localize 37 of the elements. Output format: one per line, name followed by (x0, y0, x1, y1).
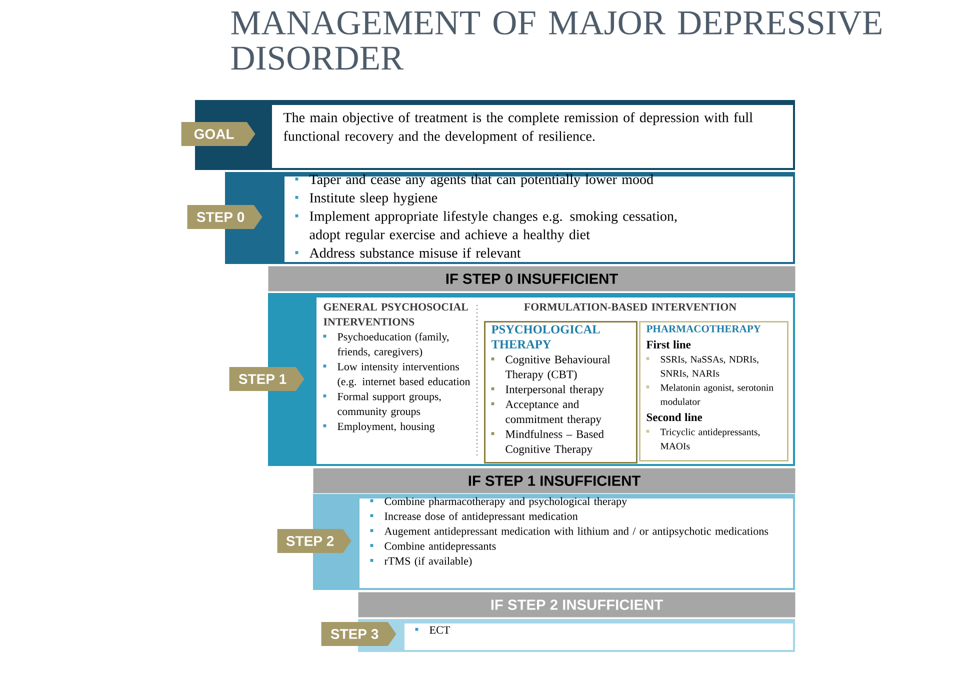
goal-text: The main objective of treatment is the complete remission of depression with full functional recovery and the development of resilience. (284, 112, 753, 144)
bullet-item: Institute sleep hygiene (295, 192, 438, 206)
bullet-item: Interpersonal therapy (491, 385, 604, 396)
subheading: First line (646, 340, 691, 348)
bullet-item: Cognitive Behavioural Therapy (CBT) (491, 355, 610, 381)
bullet-item: Employment, housing (323, 422, 435, 432)
title: MANAGEMENT OF MAJOR DEPRESSIVE DISORDER (231, 11, 882, 70)
column-heading: FORMULATION-BASED INTERVENTION (524, 303, 736, 311)
bullet-item: Augement antidepressant medication with lithium and / or antipsychotic medications (370, 527, 768, 538)
bullet-item: Mindfulness – Based Cognitive Therapy (491, 430, 604, 456)
condition-banner: IF STEP 2 INSUFFICIENT (358, 592, 796, 618)
bullet-item: Combine pharmacotherapy and psychological therapy (370, 497, 628, 508)
bullet-item: Implement appropriate lifestyle changes e.g. smoking cessation, adopt regular exercise and achieve a healthy diet (295, 210, 677, 242)
column-heading: GENERAL PSYCHOSOCIAL INTERVENTIONS (324, 303, 468, 326)
step-tag: STEP 3 (321, 622, 396, 646)
bullet-item: Increase dose of antidepressant medication (370, 512, 578, 522)
box-heading: PHARMACOTHERAPY (646, 325, 761, 332)
condition-banner: IF STEP 0 INSUFFICIENT (268, 266, 796, 292)
bullet-item: Psychoeducation (family, friends, caregivers) (323, 332, 449, 358)
bullet-item: Melatonin agonist, serotonin modulator (646, 384, 774, 405)
bullet-item: ECT (415, 626, 450, 634)
step-tag: STEP 1 (229, 367, 304, 391)
box-heading: PSYCHOLOGICAL THERAPY (491, 325, 600, 348)
bullet-item: Formal support groups, community groups (323, 392, 441, 418)
bullet-item: Address substance misuse if relevant (295, 248, 521, 258)
step-tag: STEP 2 (277, 529, 352, 553)
subheading: Second line (646, 413, 702, 422)
bullet-item: Combine antidepressants (370, 542, 496, 552)
bullet-item: SSRIs, NaSSAs, NDRIs, SNRIs, NARIs (646, 356, 758, 378)
bullet-item: rTMS (if available) (370, 556, 472, 568)
bullet-item: Taper and cease any agents that can potentially lower mood (295, 174, 654, 187)
bullet-item: Acceptance and commitment therapy (491, 400, 602, 426)
bullet-item: Low intensity interventions (e.g. internet based education (323, 363, 470, 388)
step-tag: GOAL (181, 122, 256, 146)
condition-banner: IF STEP 1 INSUFFICIENT (313, 468, 796, 494)
step-tag: STEP 0 (187, 205, 262, 229)
bullet-item: Tricyclic antidepressants, MAOIs (646, 428, 760, 450)
